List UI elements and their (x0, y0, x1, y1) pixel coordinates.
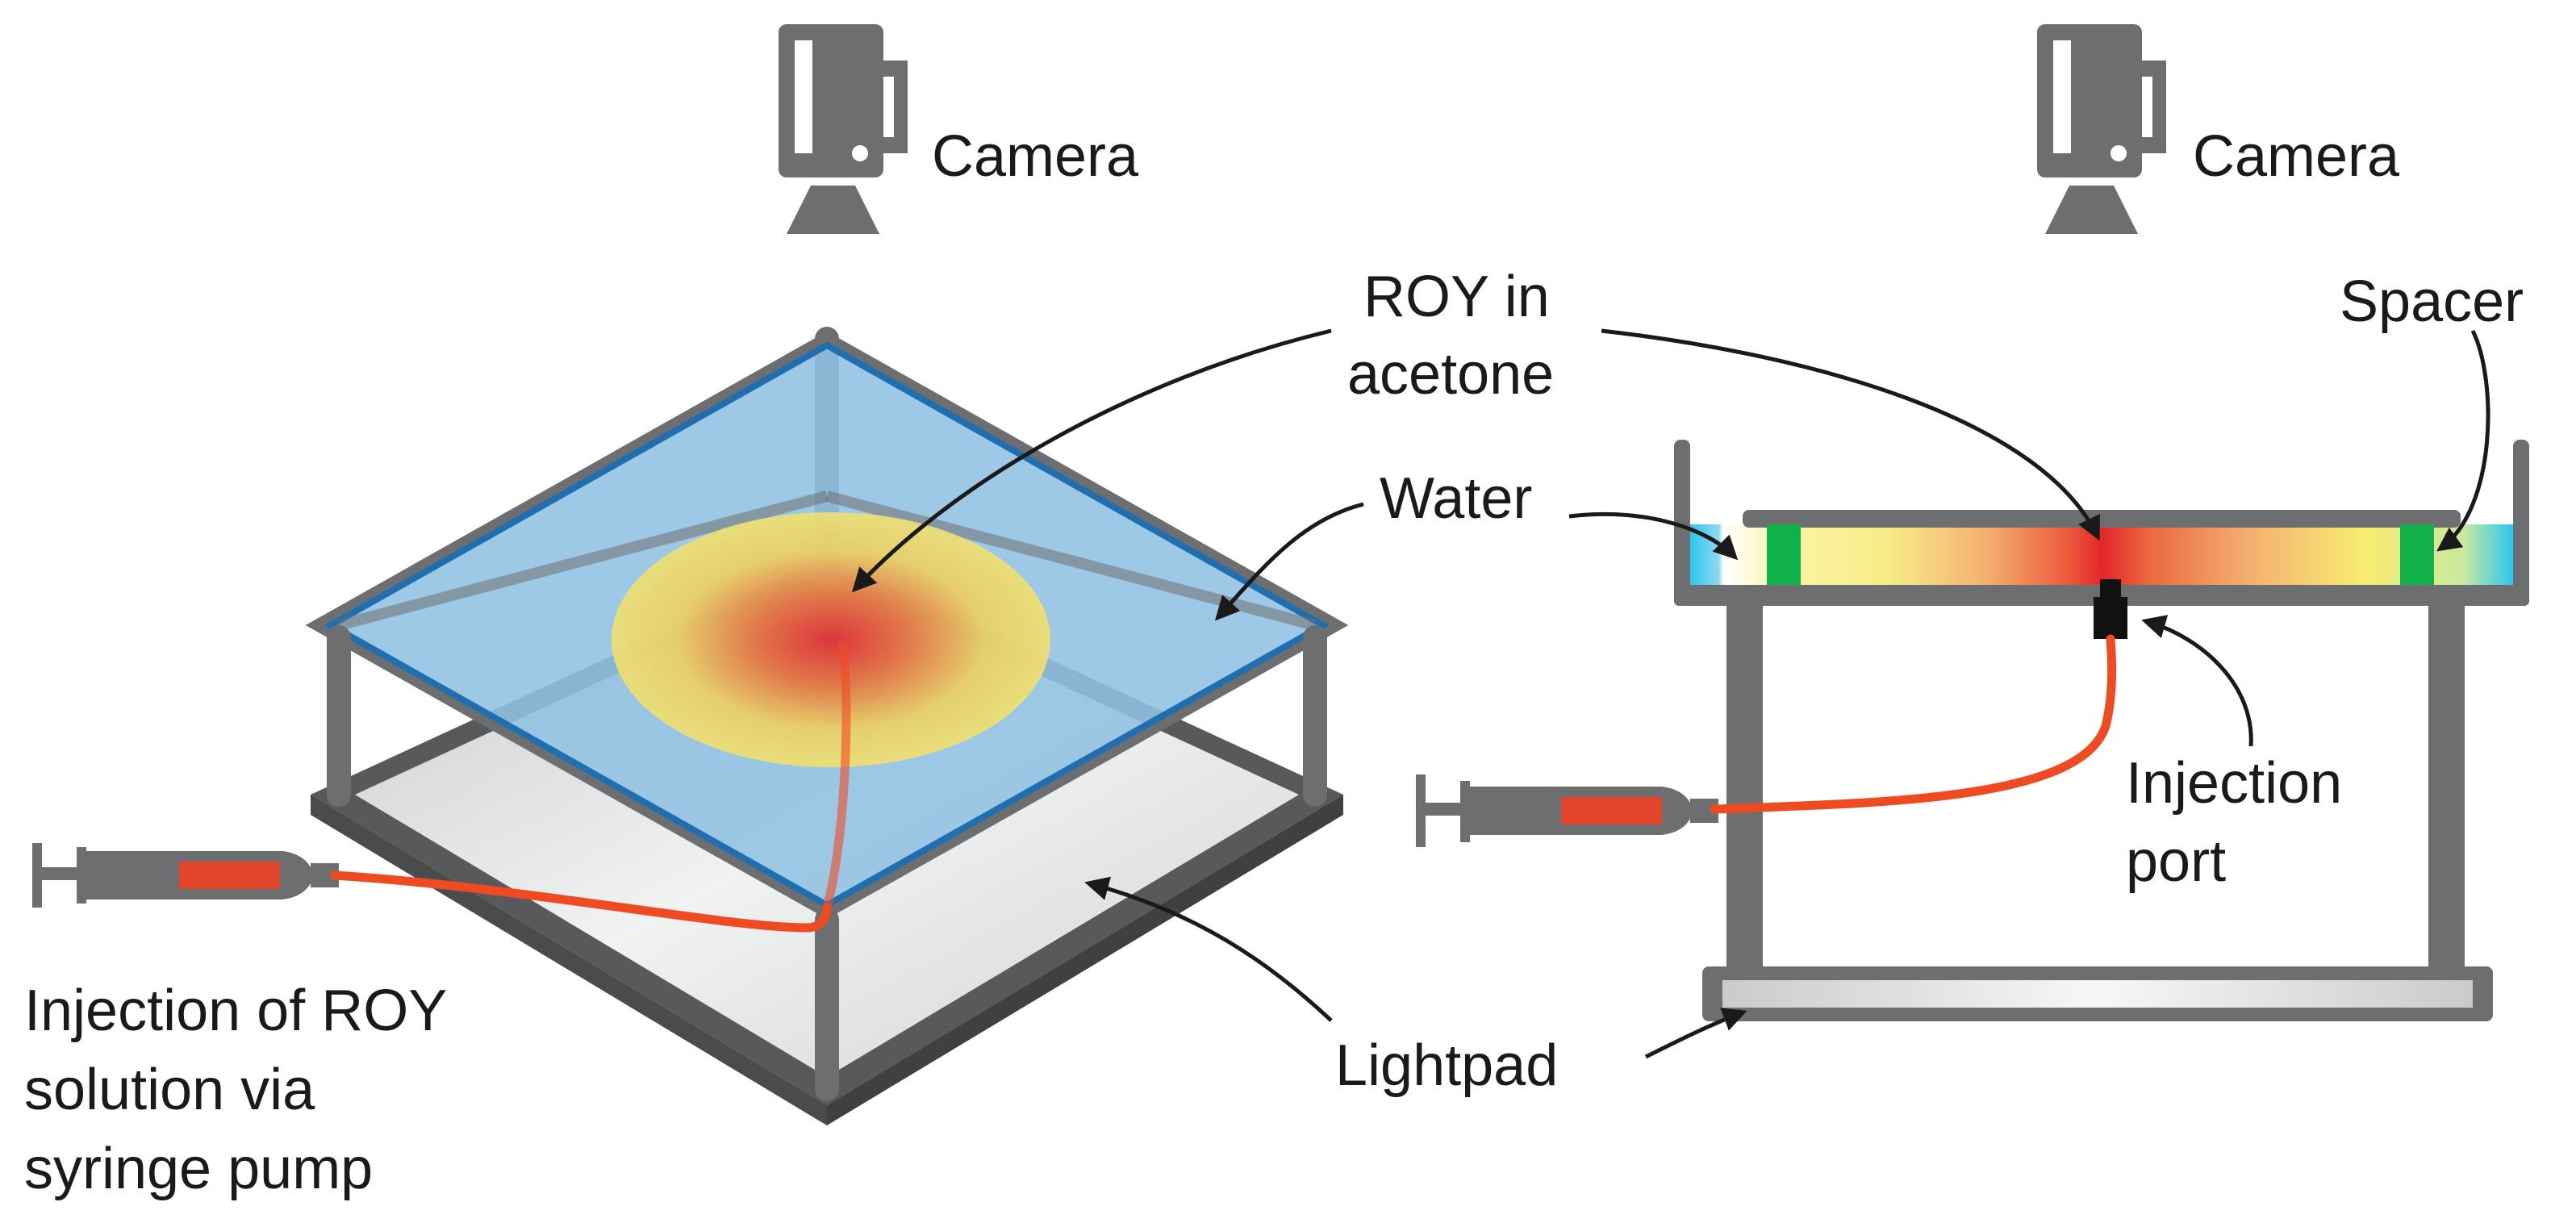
tubing (1710, 634, 2117, 814)
tubing (330, 870, 832, 933)
label-injection-line2: solution via (24, 1058, 315, 1122)
label-water: Water (1380, 466, 1532, 531)
isometric-setup (32, 24, 1349, 1125)
label-port-line1: Injection (2126, 751, 2342, 816)
side-view-setup (1416, 24, 2529, 1021)
water-cell (1690, 524, 2513, 585)
camera-icon (2037, 24, 2166, 234)
label-injection-line3: syringe pump (24, 1137, 373, 1201)
label-roy-line2: acetone (1347, 342, 1554, 407)
label-spacer: Spacer (2340, 269, 2524, 334)
spacer-right (2400, 524, 2434, 585)
label-roy-line1: ROY in (1363, 265, 1550, 329)
syringe-icon (1416, 774, 1718, 847)
annotation-arrows (851, 328, 2490, 1059)
labels: Camera Camera ROY in acetone Water Space… (24, 124, 2524, 1201)
camera-icon (779, 24, 908, 234)
syringe-icon (32, 843, 339, 908)
roy-spot (612, 512, 1050, 767)
injection-port (2094, 597, 2127, 639)
label-camera-right: Camera (2193, 124, 2400, 189)
spacer-left (1767, 524, 1801, 585)
label-injection-line1: Injection of ROY (24, 979, 447, 1043)
label-lightpad: Lightpad (1335, 1033, 1558, 1098)
label-camera-left: Camera (932, 124, 1139, 189)
lightpad-side (1722, 980, 2473, 1008)
label-port-line2: port (2126, 829, 2226, 894)
